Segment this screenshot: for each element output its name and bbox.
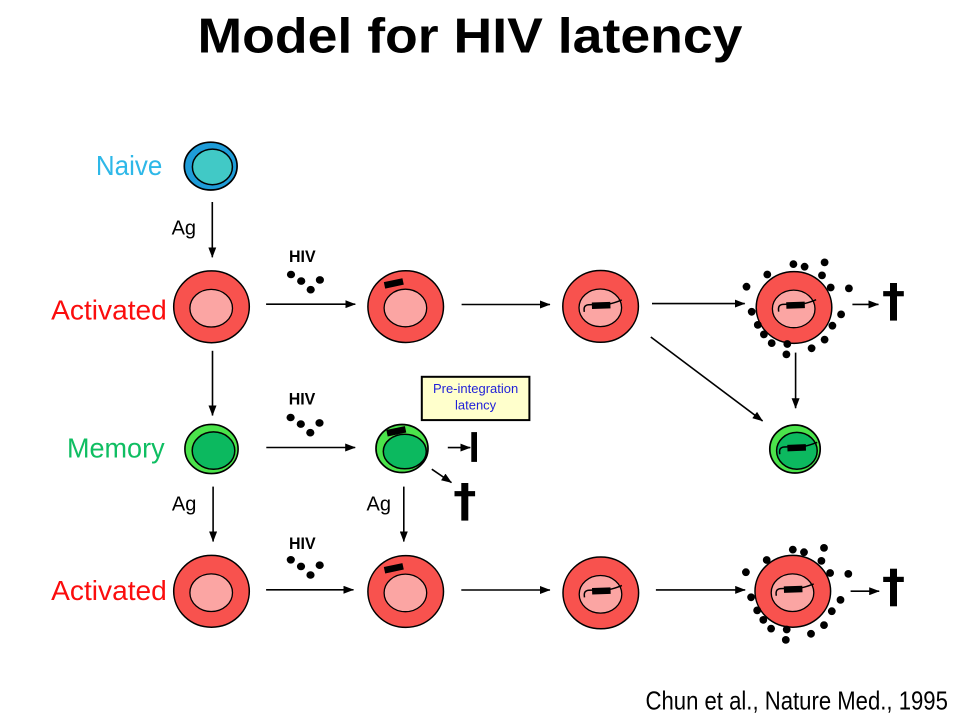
svg-text:Ag: Ag: [172, 217, 196, 239]
svg-text:HIV: HIV: [289, 390, 316, 409]
svg-text:Ag: Ag: [367, 493, 391, 515]
svg-text:latency: latency: [455, 398, 497, 413]
svg-text:Activated: Activated: [51, 575, 167, 606]
svg-text:Memory: Memory: [67, 432, 165, 463]
svg-text:Chun et al., Nature Med., 1995: Chun et al., Nature Med., 1995: [646, 685, 948, 715]
svg-text:Model for HIV latency: Model for HIV latency: [198, 10, 743, 64]
svg-text:Naive: Naive: [96, 150, 162, 181]
svg-text:Ag: Ag: [172, 493, 196, 515]
svg-text:Activated: Activated: [51, 294, 167, 325]
svg-text:HIV: HIV: [289, 534, 316, 553]
svg-text:Pre-integration: Pre-integration: [433, 381, 518, 396]
svg-text:HIV: HIV: [289, 247, 316, 266]
